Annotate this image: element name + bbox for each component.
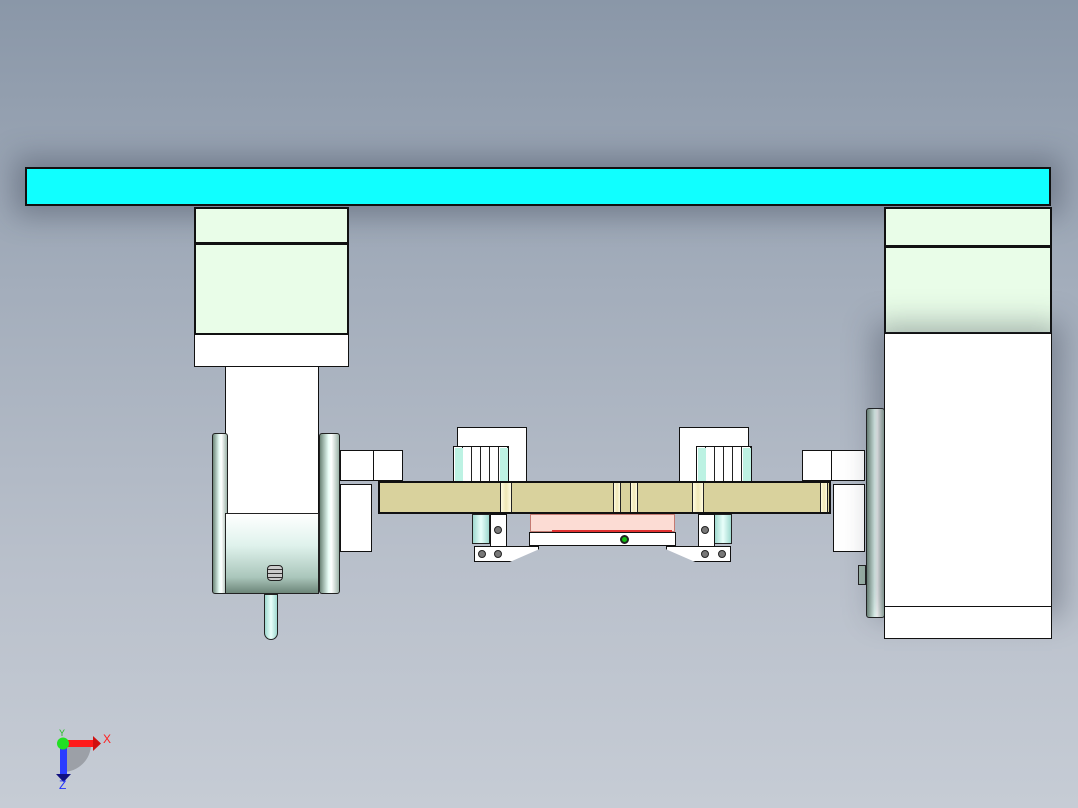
left-bearing-top-a[interactable] <box>340 450 374 481</box>
right-motor-cap[interactable] <box>884 207 1052 247</box>
right-bearing-block[interactable] <box>833 484 865 552</box>
plate-slot <box>692 483 704 512</box>
triad-axes-icon <box>56 736 101 782</box>
left-drum-flange-right[interactable] <box>319 433 340 594</box>
right-gearbox-base[interactable] <box>884 606 1052 639</box>
plate-slot <box>613 483 621 512</box>
y-axis-label: Y <box>59 728 66 738</box>
left-bearing-block[interactable] <box>340 484 372 552</box>
gear-edge <box>743 448 751 481</box>
carriage-plate[interactable] <box>378 481 831 514</box>
slider-rail-line <box>552 530 672 532</box>
x-axis-label: X <box>103 732 112 746</box>
hook-pin[interactable] <box>264 594 278 640</box>
bolt-hole <box>494 526 502 534</box>
right-motor-housing[interactable] <box>884 246 1052 334</box>
right-clamp-pin[interactable] <box>714 514 732 544</box>
plate-slot <box>630 483 638 512</box>
gear-edge <box>500 448 508 481</box>
bolt-hole <box>701 526 709 534</box>
bolt-hole <box>478 550 486 558</box>
right-drum-flange[interactable] <box>866 408 885 618</box>
right-bearing-top-a[interactable] <box>802 450 832 481</box>
coordinate-triad: X Y Z <box>45 728 125 798</box>
left-motor-base[interactable] <box>194 334 349 367</box>
bolt-hole <box>718 550 726 558</box>
bolt-hole <box>494 550 502 558</box>
gear-edge <box>698 448 706 481</box>
left-motor-housing[interactable] <box>194 243 349 335</box>
right-bearing-top-b[interactable] <box>831 450 865 481</box>
right-flange-tab <box>858 565 866 585</box>
plate-slot <box>820 483 828 512</box>
z-axis-label: Z <box>59 778 67 792</box>
left-clamp-pin[interactable] <box>472 514 490 544</box>
bolt-hole <box>701 550 709 558</box>
left-column[interactable] <box>225 366 319 516</box>
gear-edge <box>455 448 463 481</box>
left-drum[interactable] <box>225 513 319 594</box>
plate-slot <box>500 483 512 512</box>
slider-base[interactable] <box>529 532 676 546</box>
left-motor-cap[interactable] <box>194 207 349 244</box>
top-beam[interactable] <box>25 167 1051 206</box>
left-bearing-top-b[interactable] <box>373 450 403 481</box>
center-marker-icon <box>620 535 629 544</box>
right-gearbox[interactable] <box>884 333 1052 607</box>
left-drum-screw-icon <box>267 565 283 581</box>
